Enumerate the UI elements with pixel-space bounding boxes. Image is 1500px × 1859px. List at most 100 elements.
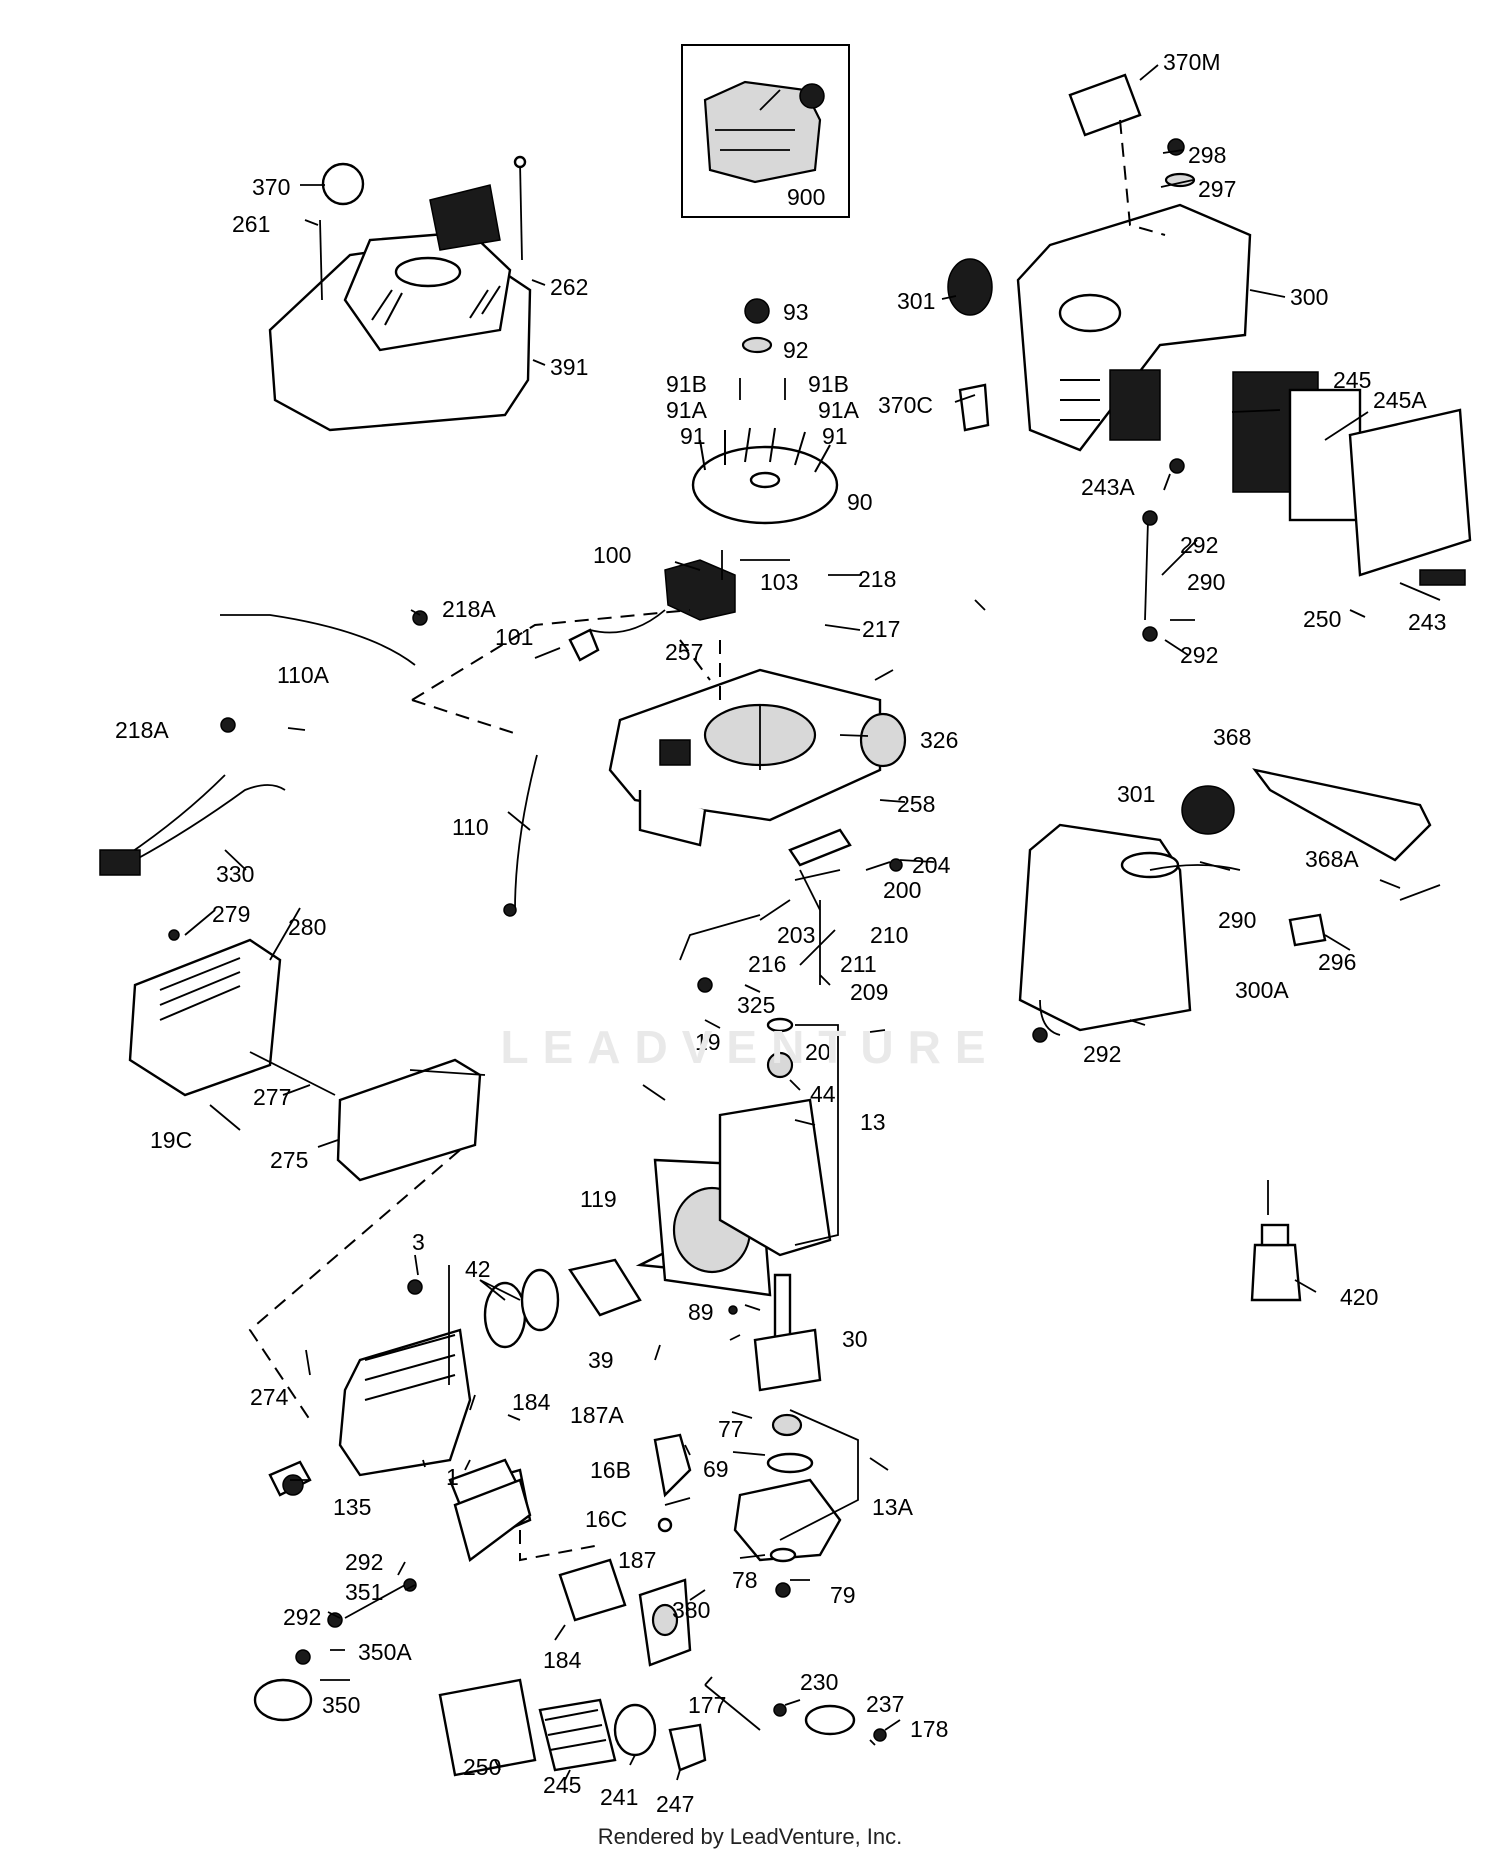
label-292-e: 292	[283, 1604, 321, 1630]
label-187: 187	[618, 1547, 656, 1573]
label-277: 277	[253, 1084, 291, 1110]
label-19C: 19C	[150, 1127, 192, 1153]
label-370: 370	[252, 174, 290, 200]
label-275: 275	[270, 1147, 308, 1173]
label-77: 77	[718, 1416, 744, 1442]
label-290-a: 290	[1187, 569, 1225, 595]
label-135: 135	[333, 1494, 371, 1520]
part-number-labels: 370M 298 297 300 301 370C 245 245A 243A …	[115, 49, 1446, 1817]
label-298: 298	[1188, 142, 1226, 168]
label-3: 3	[412, 1229, 425, 1255]
label-280: 280	[288, 914, 326, 940]
label-247: 247	[656, 1791, 694, 1817]
label-391: 391	[550, 354, 588, 380]
label-91A-right: 91A	[818, 397, 860, 423]
label-92: 92	[783, 337, 809, 363]
label-93: 93	[783, 299, 809, 325]
label-243A: 243A	[1081, 474, 1135, 500]
label-119: 119	[580, 1186, 617, 1212]
label-leader-lines	[184, 64, 1441, 1781]
label-326: 326	[920, 727, 958, 753]
label-380: 380	[672, 1597, 710, 1623]
label-230: 230	[800, 1669, 838, 1695]
label-91B-right: 91B	[808, 371, 849, 397]
label-16C: 16C	[585, 1506, 627, 1532]
label-110: 110	[452, 814, 489, 840]
label-91-right: 91	[822, 423, 848, 449]
label-39: 39	[588, 1347, 614, 1373]
flywheel-part	[691, 298, 839, 525]
label-79: 79	[830, 1582, 856, 1608]
label-262: 262	[550, 274, 588, 300]
wiring-parts	[99, 610, 538, 917]
label-368: 368	[1213, 724, 1251, 750]
label-297: 297	[1198, 176, 1236, 202]
label-204: 204	[912, 852, 951, 878]
label-370C: 370C	[878, 392, 933, 418]
label-19: 19	[695, 1029, 721, 1055]
label-258: 258	[897, 791, 935, 817]
label-211: 211	[840, 951, 877, 977]
carburetor-parts	[253, 1180, 1302, 1777]
label-900: 900	[787, 184, 825, 210]
label-42: 42	[465, 1256, 491, 1282]
label-203: 203	[777, 922, 815, 948]
label-44: 44	[810, 1081, 836, 1107]
label-351: 351	[345, 1579, 383, 1605]
label-290-b: 290	[1218, 907, 1256, 933]
engine-overview-inset	[681, 44, 850, 218]
label-261: 261	[232, 211, 270, 237]
label-1: 1	[446, 1464, 459, 1490]
label-300: 300	[1290, 284, 1328, 310]
label-200: 200	[883, 877, 921, 903]
assembly-guide-lines	[248, 119, 1166, 1562]
label-13A: 13A	[872, 1494, 914, 1520]
label-91A-left: 91A	[666, 397, 708, 423]
label-30: 30	[842, 1326, 868, 1352]
label-257: 257	[665, 639, 703, 665]
label-250-bottom: 250	[463, 1754, 501, 1780]
label-245A: 245A	[1373, 387, 1427, 413]
label-296: 296	[1318, 949, 1356, 975]
label-218A-left: 218A	[115, 717, 169, 743]
label-245-bottom: 245	[543, 1772, 581, 1798]
label-69: 69	[703, 1456, 729, 1482]
label-292-b: 292	[1180, 642, 1218, 668]
label-187A: 187A	[570, 1402, 624, 1428]
muffler-part	[128, 929, 482, 1182]
throttle-linkage-parts	[679, 712, 907, 993]
watermark-text: LEADVENTURE	[500, 1021, 1000, 1073]
label-301-top: 301	[897, 288, 935, 314]
label-216: 216	[748, 951, 786, 977]
label-292-c: 292	[1083, 1041, 1121, 1067]
label-330: 330	[216, 861, 254, 887]
blower-housing-part	[268, 155, 532, 432]
label-292-d: 292	[345, 1549, 383, 1575]
label-350A: 350A	[358, 1639, 412, 1665]
label-20: 20	[805, 1039, 831, 1065]
label-279: 279	[212, 901, 250, 927]
label-325: 325	[737, 992, 775, 1018]
footer-credit: Rendered by LeadVenture, Inc.	[597, 1824, 903, 1849]
label-177: 177	[688, 1692, 726, 1718]
group-brackets	[409, 1024, 859, 1541]
label-218: 218	[858, 566, 896, 592]
label-241: 241	[600, 1784, 638, 1810]
engine-block-part	[608, 668, 882, 847]
label-13: 13	[860, 1109, 886, 1135]
label-89: 89	[688, 1299, 714, 1325]
label-178: 178	[910, 1716, 948, 1742]
label-420: 420	[1340, 1284, 1378, 1310]
label-90: 90	[847, 489, 873, 515]
label-184-top: 184	[512, 1389, 551, 1415]
label-301-bottom: 301	[1117, 781, 1155, 807]
label-210: 210	[870, 922, 908, 948]
air-cleaner-body-part	[947, 73, 1472, 642]
label-101: 101	[495, 624, 533, 650]
label-243: 243	[1408, 609, 1446, 635]
ignition-module-part	[568, 550, 736, 662]
label-209: 209	[850, 979, 888, 1005]
label-218A-top: 218A	[442, 596, 496, 622]
label-91-left: 91	[680, 423, 706, 449]
